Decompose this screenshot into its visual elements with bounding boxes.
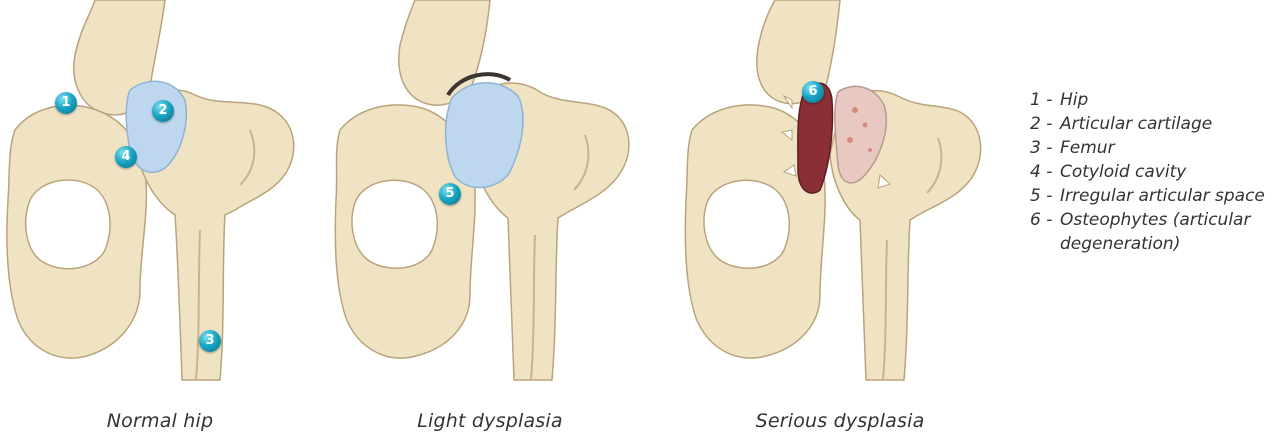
legend-number: 6 -	[1030, 208, 1052, 232]
serious-dysplasia-illustration: 6	[680, 0, 1000, 400]
legend-label: Osteophytes (articular degeneration)	[1060, 210, 1250, 254]
legend-label: Irregular articular space	[1060, 186, 1265, 206]
light-dysplasia-illustration: 5	[330, 0, 650, 400]
legend-item-femur: 3 - Femur	[1030, 136, 1275, 160]
legend-number: 3 -	[1030, 136, 1052, 160]
normal-hip-illustration: 1 2 4 3	[0, 0, 320, 400]
legend-item-irregular-articular-space: 5 - Irregular articular space	[1030, 184, 1275, 208]
legend-item-articular-cartilage: 2 - Articular cartilage	[1030, 112, 1275, 136]
legend-number: 2 -	[1030, 112, 1052, 136]
legend-number: 5 -	[1030, 184, 1052, 208]
marker-3: 3	[199, 330, 221, 352]
caption-serious-dysplasia: Serious dysplasia	[680, 410, 1000, 432]
marker-5: 5	[439, 183, 461, 205]
marker-4: 4	[115, 146, 137, 168]
caption-light-dysplasia: Light dysplasia	[330, 410, 650, 432]
legend-label: Femur	[1060, 138, 1115, 158]
marker-6: 6	[802, 81, 824, 103]
marker-2: 2	[152, 100, 174, 122]
legend-number: 1 -	[1030, 88, 1052, 112]
marker-1: 1	[55, 92, 77, 114]
legend-item-cotyloid-cavity: 4 - Cotyloid cavity	[1030, 160, 1275, 184]
legend-label: Cotyloid cavity	[1060, 162, 1186, 182]
caption-normal-hip: Normal hip	[0, 410, 320, 432]
legend-item-hip: 1 - Hip	[1030, 88, 1275, 112]
legend-label: Articular cartilage	[1060, 114, 1212, 134]
legend-number: 4 -	[1030, 160, 1052, 184]
legend-label: Hip	[1060, 90, 1088, 110]
legend-item-osteophytes: 6 - Osteophytes (articular degeneration)	[1030, 208, 1275, 256]
legend: 1 - Hip 2 - Articular cartilage 3 - Femu…	[1030, 88, 1275, 256]
